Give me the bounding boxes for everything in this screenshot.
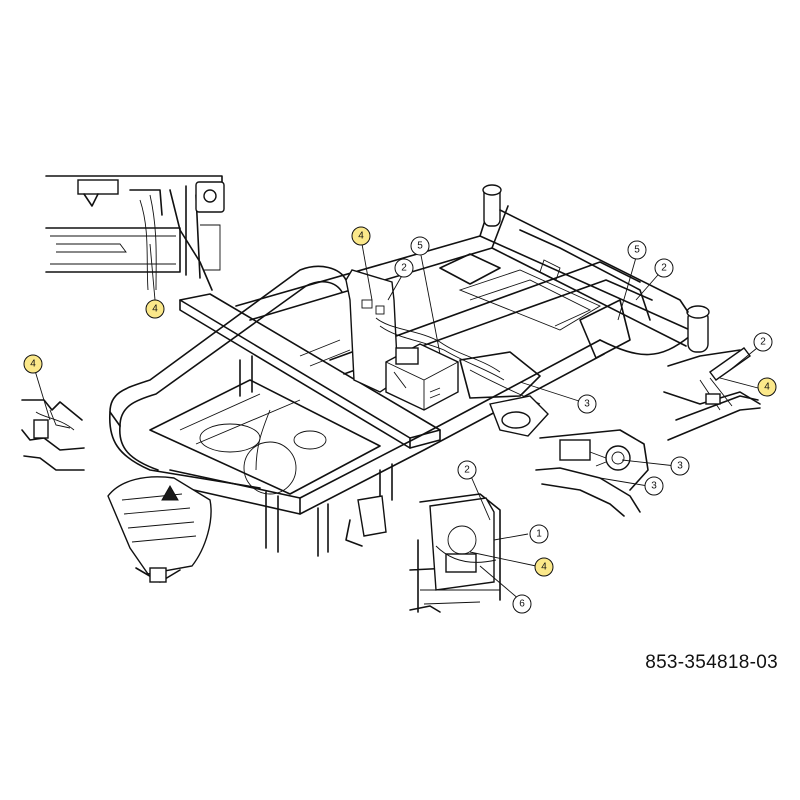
callout: 2 [457, 460, 477, 480]
callout: 2 [394, 258, 414, 278]
part-number: 853-354818-03 [645, 652, 778, 673]
svg-text:2: 2 [760, 337, 766, 348]
svg-text:6: 6 [519, 599, 525, 610]
svg-text:4: 4 [764, 382, 770, 393]
svg-text:4: 4 [358, 231, 364, 242]
callout: 4 [757, 377, 777, 397]
svg-text:2: 2 [464, 465, 470, 476]
callout: 3 [670, 456, 690, 476]
callouts: 4 4 4 2 5 5 2 3 2 4 3 3 2 1 4 6 [23, 226, 777, 614]
callout: 4 [351, 226, 371, 246]
callout: 5 [410, 236, 430, 256]
main-chassis [107, 184, 710, 583]
svg-text:5: 5 [634, 245, 640, 256]
svg-text:4: 4 [541, 562, 547, 573]
callout: 5 [627, 240, 647, 260]
callout: 3 [644, 476, 664, 496]
inset-right-lower [535, 429, 649, 517]
svg-text:3: 3 [584, 399, 590, 410]
callout: 3 [577, 394, 597, 414]
svg-text:1: 1 [536, 529, 542, 540]
svg-text:4: 4 [152, 304, 158, 315]
callout: 2 [753, 332, 773, 352]
svg-text:2: 2 [401, 263, 407, 274]
svg-text:5: 5 [417, 241, 423, 252]
inset-right-upper [663, 347, 761, 441]
callout: 4 [145, 299, 165, 319]
svg-text:3: 3 [677, 461, 683, 472]
callout: 6 [512, 594, 532, 614]
callout: 4 [534, 557, 554, 577]
callout: 1 [529, 524, 549, 544]
callout: 2 [654, 258, 674, 278]
svg-text:3: 3 [651, 481, 657, 492]
inset-left [21, 399, 85, 471]
inset-bottom-center [409, 493, 501, 613]
callout: 4 [23, 354, 43, 374]
svg-text:2: 2 [661, 263, 667, 274]
inset-top-left [45, 175, 225, 291]
svg-text:4: 4 [30, 359, 36, 370]
